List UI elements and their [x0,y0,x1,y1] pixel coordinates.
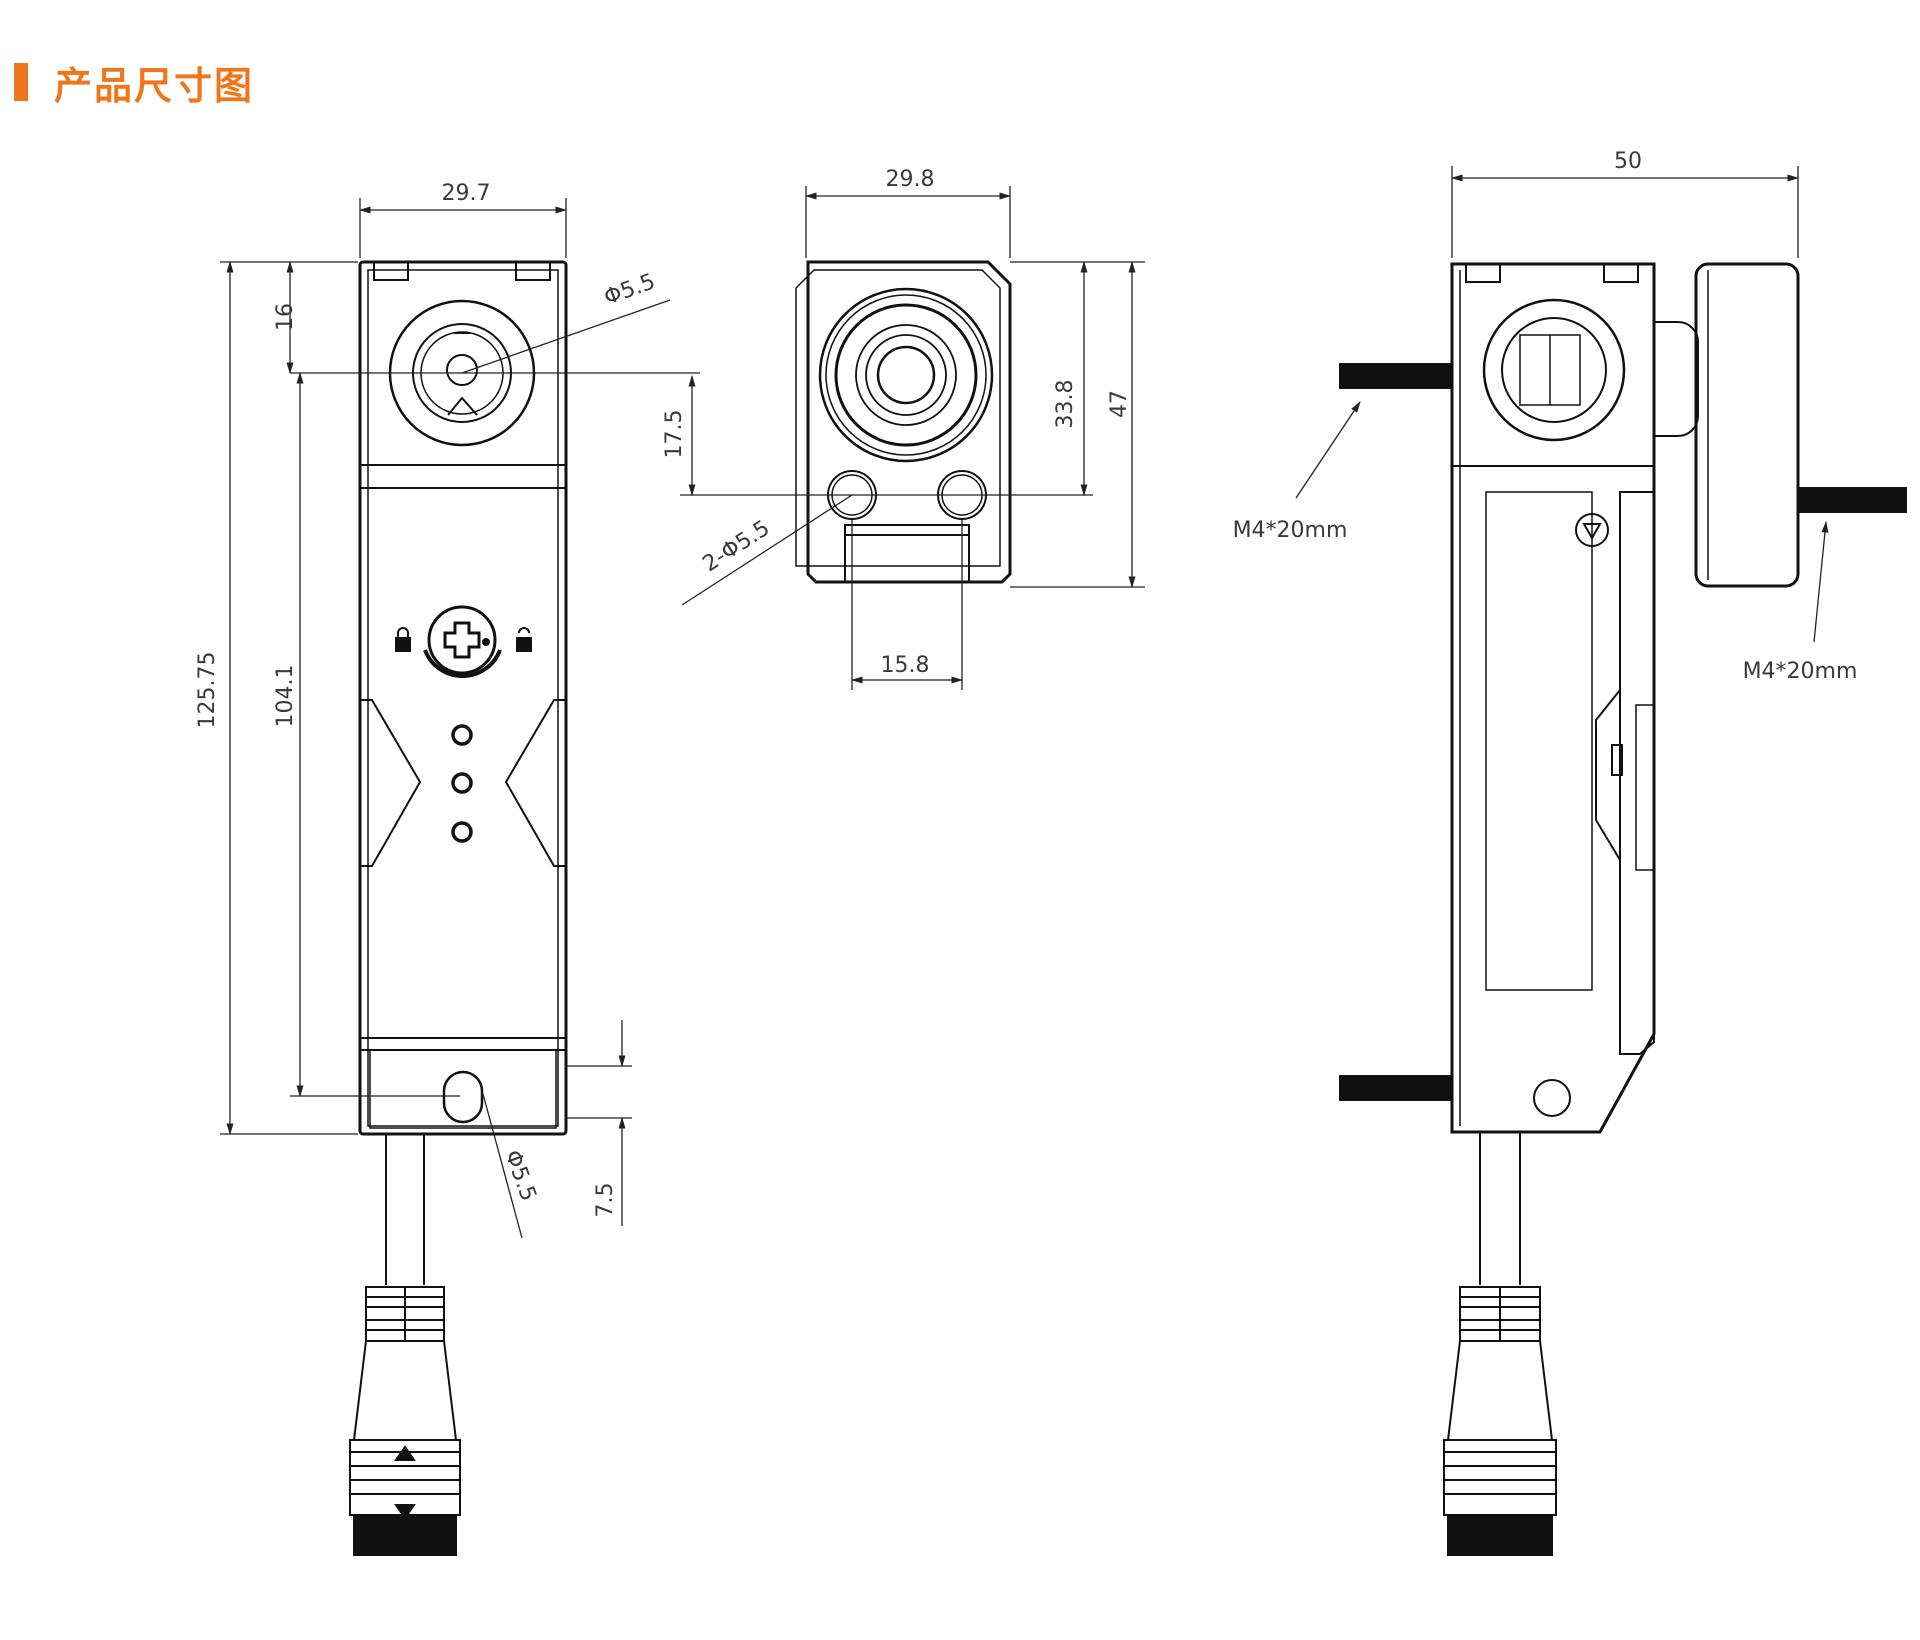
header-accent-bar [14,63,28,101]
top-holes-label: 2-Φ5.5 [699,516,775,577]
front-width-label: 29.7 [442,181,491,206]
section-header: 产品尺寸图 [14,58,254,108]
top-hole-pitch-label: 15.8 [881,653,930,678]
side-view-dimensions [1295,166,1829,643]
front-view-dimensions [220,198,700,1239]
front-view [349,260,568,1556]
front-top-hole-label: Φ5.5 [601,269,659,310]
side-overall-width-label: 50 [1614,149,1642,174]
top-body-height-label: 33.8 [1053,380,1078,429]
front-top-offset-label: 16 [273,303,298,331]
side-view [1339,262,1907,1556]
front-hole-span-label: 104.1 [273,665,298,728]
top-total-height-label: 47 [1107,390,1132,418]
side-screw-right-label: M4*20mm [1743,659,1858,684]
dimension-labels: 29.7 16 125.75 104.1 Φ5.5 Φ5.5 7.5 29.8 … [195,149,1857,1218]
top-hole-offset-label: 17.5 [662,410,687,459]
front-bottom-offset-label: 7.5 [593,1183,618,1218]
top-width-label: 29.8 [886,167,935,192]
page-title: 产品尺寸图 [54,63,255,108]
side-screw-left-label: M4*20mm [1233,518,1348,543]
top-view [795,260,1012,584]
top-view-dimensions [680,186,1145,690]
front-total-height-label: 125.75 [195,652,220,729]
